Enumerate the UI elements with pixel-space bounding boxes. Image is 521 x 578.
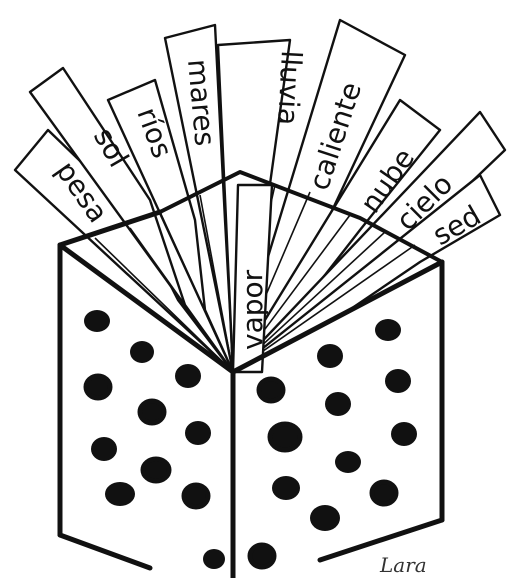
word-card-vapor: vapor — [233, 185, 272, 372]
artist-signature: Lara — [379, 553, 427, 577]
word-label-vapor: vapor — [236, 269, 269, 350]
word-label-lluvia: lluvia — [271, 50, 308, 126]
